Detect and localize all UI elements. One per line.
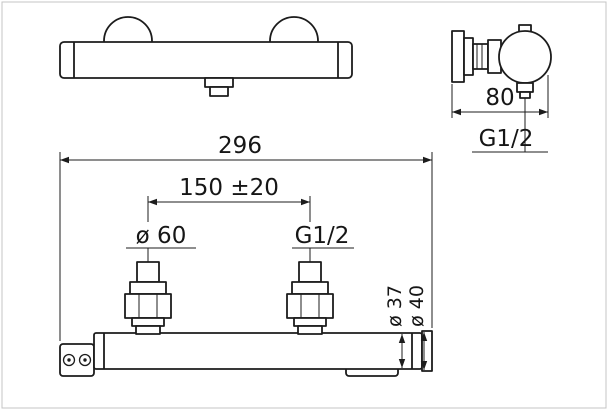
valve-flange: [129, 281, 167, 295]
arrowhead: [60, 156, 69, 164]
valve-base: [135, 325, 161, 335]
valve-stem: [298, 261, 322, 283]
outlet-upper: [516, 82, 534, 93]
mixer-body: [59, 41, 353, 79]
dim-40-label: ø 40: [406, 285, 428, 327]
inlet-thread-label: G1/2: [295, 223, 350, 249]
valve-assembly-right: [286, 261, 334, 335]
side-view-dimensions: 80 G1/2: [451, 75, 549, 153]
arrowhead: [539, 108, 548, 116]
dimensioned-front-view: 296 150 ±20 ø 60 G1/2: [59, 133, 433, 377]
valve-flange: [291, 281, 329, 295]
spout-lower: [209, 86, 229, 97]
dim-150-label: 150 ±20: [179, 175, 279, 201]
side-view: [451, 24, 552, 99]
union-nut: [124, 293, 172, 319]
arrowhead: [452, 108, 461, 116]
dim-296-label: 296: [218, 133, 262, 159]
valve-collar: [293, 317, 327, 327]
threaded-nipple: [472, 43, 489, 70]
arrowhead: [398, 359, 406, 368]
dim-37-label: ø 37: [384, 285, 406, 327]
arrowhead: [420, 361, 428, 370]
bar-endcap-right: [421, 330, 433, 372]
front-view: [59, 16, 353, 97]
valve-collar: [131, 317, 165, 327]
wall-flange: [451, 30, 465, 83]
side-outlet-thread-label: G1/2: [479, 126, 534, 152]
outlet-lower: [519, 91, 531, 99]
arrowhead: [398, 334, 406, 343]
rosette-diameter-label: ø 60: [136, 223, 187, 249]
body-side-circle: [498, 30, 552, 84]
wall-bracket-left: [59, 343, 95, 377]
dim-80-label: 80: [485, 85, 514, 111]
arrowhead: [301, 198, 310, 206]
arrowhead: [423, 156, 432, 164]
bar-diameter-dimensions: ø 37 ø 40: [384, 285, 428, 370]
flange-collar: [463, 37, 474, 76]
screw-center: [83, 358, 87, 362]
valve-base: [297, 325, 323, 335]
screw-center: [67, 358, 71, 362]
valve-assembly-left: [124, 261, 172, 335]
arrowhead: [420, 332, 428, 341]
valve-stem: [136, 261, 160, 283]
arrowhead: [148, 198, 157, 206]
spout-upper: [204, 77, 234, 88]
union-nut: [286, 293, 334, 319]
bar-body: [93, 332, 423, 370]
